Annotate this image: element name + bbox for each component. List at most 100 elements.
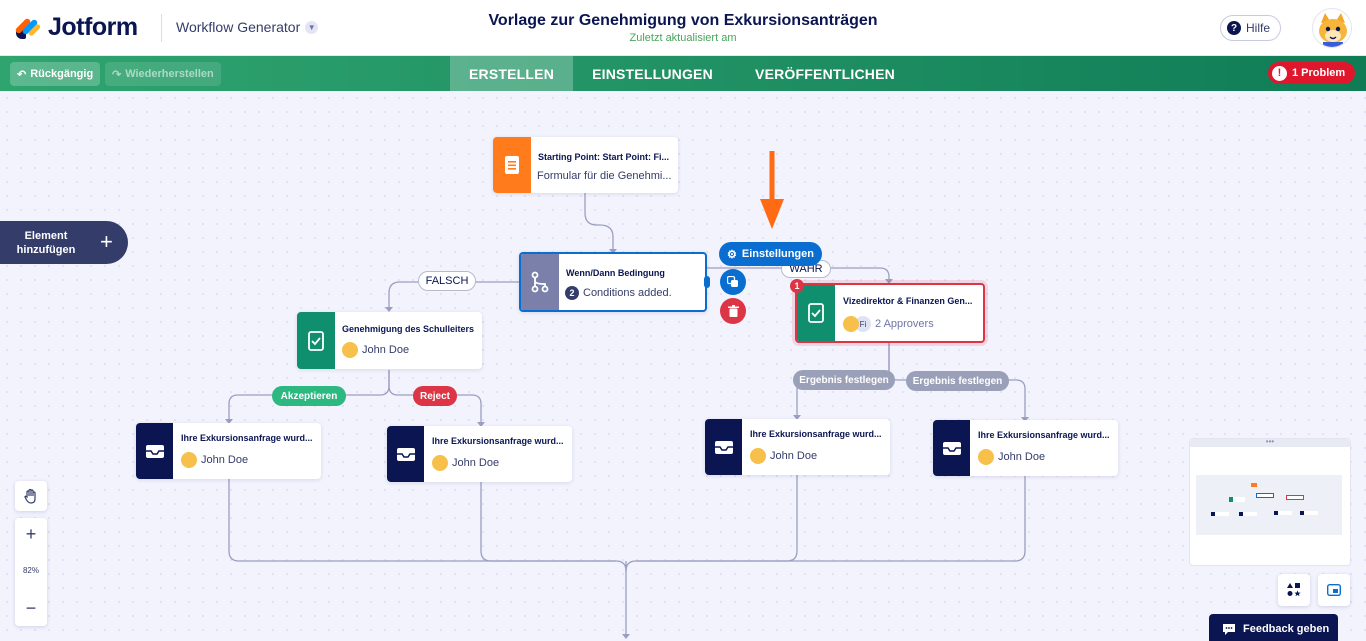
problem-badge[interactable]: ! 1 Problem xyxy=(1268,62,1356,84)
node-title: Genehmigung des Schulleiters xyxy=(342,324,475,334)
connector-handle[interactable] xyxy=(704,276,710,288)
header-divider xyxy=(161,14,162,42)
node-email-3[interactable]: Ihre Exkursionsanfrage wurd... John Doe xyxy=(705,419,890,475)
redo-button[interactable]: ↷ Wiederherstellen xyxy=(105,62,221,86)
node-title: Ihre Exkursionsanfrage wurd... xyxy=(978,430,1110,440)
minimap-viewport xyxy=(1196,475,1342,535)
node-subtitle: Formular für die Genehmi... xyxy=(537,170,672,182)
undo-label: Rückgängig xyxy=(30,68,94,80)
connector-lines xyxy=(225,151,1029,639)
alert-icon: ! xyxy=(1272,65,1287,81)
branch-icon xyxy=(521,254,559,310)
help-button[interactable]: ? Hilfe xyxy=(1220,15,1282,41)
condition-count-badge: 2 xyxy=(565,286,579,300)
node-vice-approval[interactable]: Vizedirektor & Finanzen Gen... Fi 2 Appr… xyxy=(795,283,985,343)
copy-icon xyxy=(727,276,738,287)
branch-label-false[interactable]: FALSCH xyxy=(418,271,476,291)
email-icon xyxy=(136,423,173,479)
user-avatar[interactable] xyxy=(1312,8,1352,48)
app-name: Workflow Generator xyxy=(176,19,301,35)
undo-button[interactable]: ↶ Rückgängig xyxy=(10,62,101,86)
redo-label: Wiederherstellen xyxy=(125,68,214,80)
cat-avatar-icon xyxy=(342,342,358,358)
node-subtitle: Conditions added. xyxy=(583,287,672,299)
assignee-name: John Doe xyxy=(201,454,249,466)
node-email-1[interactable]: Ihre Exkursionsanfrage wurd... John Doe xyxy=(136,423,321,479)
zoom-controls: + 82% − xyxy=(15,518,47,626)
node-title: Ihre Exkursionsanfrage wurd... xyxy=(181,433,313,443)
approval-icon xyxy=(797,285,835,341)
zoom-in-button[interactable]: + xyxy=(25,524,37,544)
tab-einstellungen[interactable]: EINSTELLUNGEN xyxy=(592,65,713,82)
branch-label-set-result-1[interactable]: Ergebnis festlegen xyxy=(793,370,895,390)
shapes-button[interactable] xyxy=(1278,574,1310,606)
minimap[interactable]: ••• xyxy=(1189,438,1351,566)
last-updated-text: Zuletzt aktualisiert am xyxy=(629,32,737,44)
node-email-4[interactable]: Ihre Exkursionsanfrage wurd... John Doe xyxy=(933,420,1118,476)
branch-label-accept[interactable]: Akzeptieren xyxy=(272,386,346,406)
error-count-badge: 1 xyxy=(790,279,804,293)
email-icon xyxy=(705,419,742,475)
minimap-toggle-button[interactable] xyxy=(1318,574,1350,606)
tab-veroeffentlichen[interactable]: VERÖFFENTLICHEN xyxy=(755,65,895,82)
chevron-down-icon: ▼ xyxy=(305,20,319,34)
node-title: Vizedirektor & Finanzen Gen... xyxy=(843,296,973,306)
plus-icon: + xyxy=(100,229,113,254)
delete-button[interactable] xyxy=(720,298,746,324)
email-icon xyxy=(933,420,970,476)
hand-icon xyxy=(24,488,36,504)
tab-erstellen[interactable]: ERSTELLEN xyxy=(450,56,573,91)
node-title: Starting Point: Start Point: Fi... xyxy=(538,152,669,162)
branch-label-reject[interactable]: Reject xyxy=(413,386,457,406)
form-icon xyxy=(493,137,531,193)
zoom-out-button[interactable]: − xyxy=(25,598,37,618)
minimap-icon xyxy=(1327,584,1341,596)
shapes-icon xyxy=(1287,583,1301,597)
help-label: Hilfe xyxy=(1246,21,1271,35)
node-principal-approval[interactable]: Genehmigung des Schulleiters John Doe xyxy=(297,312,482,369)
node-title: Ihre Exkursionsanfrage wurd... xyxy=(750,429,882,439)
cat-avatar-icon xyxy=(432,455,448,471)
duplicate-button[interactable] xyxy=(720,269,746,295)
jotform-logo-icon xyxy=(14,15,42,41)
node-condition[interactable]: Wenn/Dann Bedingung 2 Conditions added. xyxy=(519,252,707,312)
cat-avatar-icon xyxy=(1314,10,1351,47)
builder-navbar: ↶ Rückgängig ↷ Wiederherstellen ERSTELLE… xyxy=(0,56,1366,91)
email-icon xyxy=(387,426,424,482)
cat-avatar-icon xyxy=(181,452,197,468)
app-switcher[interactable]: Workflow Generator ▼ xyxy=(176,19,319,35)
pan-tool-button[interactable] xyxy=(15,481,47,511)
redo-icon: ↷ xyxy=(112,68,122,81)
jotform-logo[interactable]: Jotform xyxy=(14,13,138,42)
zoom-level: 82% xyxy=(22,566,39,575)
problem-label: 1 Problem xyxy=(1292,67,1346,79)
top-header: Jotform Workflow Generator ▼ Vorlage zur… xyxy=(0,0,1366,56)
trash-icon xyxy=(727,305,739,317)
add-element-label: Element hinzufügen xyxy=(16,230,76,256)
page-title[interactable]: Vorlage zur Genehmigung von Exkursionsan… xyxy=(488,12,878,29)
node-subtitle: 2 Approvers xyxy=(875,318,934,330)
feedback-label: Feedback geben xyxy=(1243,623,1330,635)
assignee-name: John Doe xyxy=(770,450,818,462)
cat-avatar-icon xyxy=(978,449,994,465)
cat-avatar-icon xyxy=(843,316,859,332)
settings-label: Einstellungen xyxy=(741,248,814,260)
minimap-drag-handle[interactable]: ••• xyxy=(1190,438,1350,447)
assignee-name: John Doe xyxy=(998,451,1046,463)
assignee-name: John Doe xyxy=(362,344,410,356)
settings-button[interactable]: ⚙ Einstellungen xyxy=(719,242,822,266)
workflow-canvas[interactable]: Element hinzufügen + Starting Point: Sta… xyxy=(0,91,1366,641)
add-element-button[interactable]: Element hinzufügen + xyxy=(0,221,128,264)
node-starting-point[interactable]: Starting Point: Start Point: Fi... Formu… xyxy=(493,137,678,193)
approval-icon xyxy=(297,312,335,369)
gear-icon: ⚙ xyxy=(727,248,737,261)
approver-initials: Fi xyxy=(855,316,871,332)
undo-icon: ↶ xyxy=(17,68,27,81)
node-email-2[interactable]: Ihre Exkursionsanfrage wurd... John Doe xyxy=(387,426,572,482)
assignee-name: John Doe xyxy=(452,457,500,469)
chat-icon xyxy=(1223,623,1235,635)
node-title: Ihre Exkursionsanfrage wurd... xyxy=(432,436,564,446)
feedback-button[interactable]: Feedback geben xyxy=(1209,614,1338,641)
branch-label-set-result-2[interactable]: Ergebnis festlegen xyxy=(906,371,1009,391)
annotation-arrow-icon xyxy=(760,151,784,229)
